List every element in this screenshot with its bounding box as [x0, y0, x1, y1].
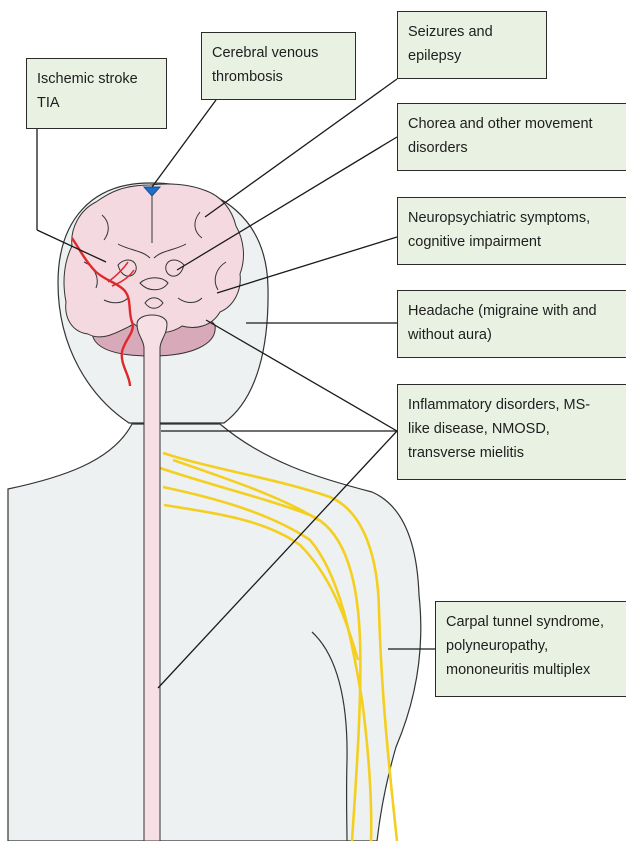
label-seizures-line-1: Seizures and [408, 20, 536, 44]
label-ischemic-line-2: TIA [37, 91, 156, 115]
label-carpal-tunnel: Carpal tunnel syndrome, polyneuropathy, … [435, 601, 626, 697]
label-cerebral-venous-thrombosis: Cerebral venous thrombosis [201, 32, 356, 100]
label-carpal-line-2: polyneuropathy, [446, 634, 617, 658]
label-carpal-line-1: Carpal tunnel syndrome, [446, 610, 617, 634]
label-headache: Headache (migraine with and without aura… [397, 290, 626, 358]
label-chorea-line-1: Chorea and other movement [408, 112, 617, 136]
label-inflam-line-2: like disease, NMOSD, [408, 417, 617, 441]
label-headache-line-2: without aura) [408, 323, 617, 347]
cerebrum [64, 184, 243, 337]
label-carpal-line-3: mononeuritis multiplex [446, 658, 617, 682]
label-chorea-line-2: disorders [408, 136, 617, 160]
label-chorea-movement: Chorea and other movement disorders [397, 103, 626, 171]
label-inflammatory: Inflammatory disorders, MS- like disease… [397, 384, 626, 480]
label-seizures-line-2: epilepsy [408, 44, 536, 68]
label-neuro-line-2: cognitive impairment [408, 230, 617, 254]
label-neuro-line-1: Neuropsychiatric symptoms, [408, 206, 617, 230]
label-inflam-line-1: Inflammatory disorders, MS- [408, 393, 617, 417]
label-seizures-epilepsy: Seizures and epilepsy [397, 11, 547, 79]
label-headache-line-1: Headache (migraine with and [408, 299, 617, 323]
label-inflam-line-3: transverse mielitis [408, 441, 617, 465]
label-cvt-line-2: thrombosis [212, 65, 345, 89]
label-ischemic-line-1: Ischemic stroke [37, 67, 156, 91]
label-cvt-line-1: Cerebral venous [212, 41, 345, 65]
label-ischemic-stroke: Ischemic stroke TIA [26, 58, 167, 129]
label-neuropsychiatric: Neuropsychiatric symptoms, cognitive imp… [397, 197, 626, 265]
